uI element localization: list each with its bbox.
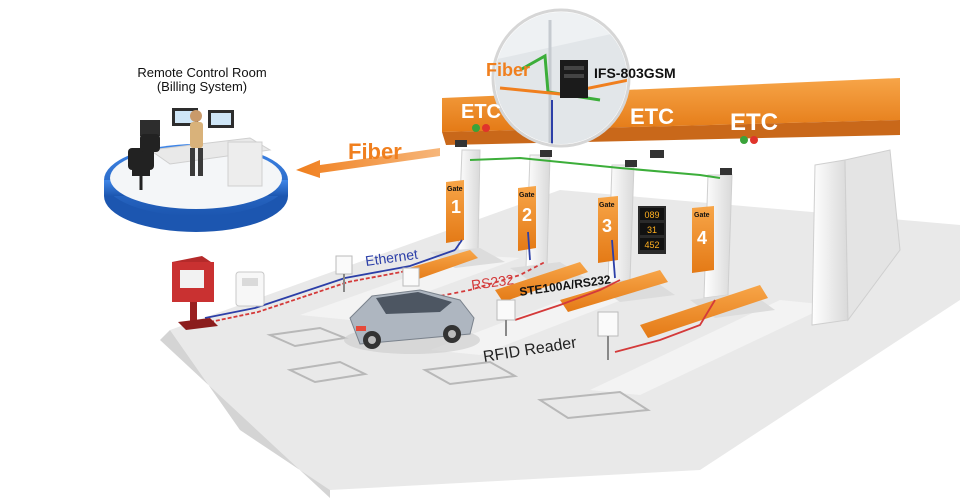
gate-2-word: Gate xyxy=(519,192,535,199)
fiber-green-segment xyxy=(469,156,721,179)
cabling xyxy=(204,231,716,353)
gate-4-number: 4 xyxy=(697,228,707,248)
rfid-antennas xyxy=(455,140,732,175)
price-line-3: 452 xyxy=(644,240,659,250)
gate-3-word: Gate xyxy=(599,202,615,209)
fiber-callout-label: Fiber xyxy=(486,60,530,80)
etc-sign-3: ETC xyxy=(730,109,778,136)
remote-control-room xyxy=(104,108,288,232)
signal-lights xyxy=(472,124,758,144)
gate-3-number: 3 xyxy=(602,216,612,236)
gate-panel-4 xyxy=(692,206,714,273)
control-room-title: Remote Control Room xyxy=(137,65,266,80)
price-display-board xyxy=(638,206,666,254)
fiber-main-label: Fiber xyxy=(348,139,402,164)
switch-zoom-callout xyxy=(491,8,631,148)
road-surface xyxy=(160,190,960,498)
gate-2-number: 2 xyxy=(522,205,532,225)
payment-kiosk xyxy=(172,256,218,330)
minivan xyxy=(344,289,480,354)
switch-model-label: IFS-803GSM xyxy=(594,65,676,81)
fiber-link-arrow xyxy=(296,148,440,178)
gate-panel-1 xyxy=(446,180,464,243)
etc-sign-1: ETC xyxy=(461,101,501,123)
rs232-label: RS232 xyxy=(470,271,515,293)
etc-sign-2: ETC xyxy=(630,104,674,129)
price-line-2: 31 xyxy=(647,225,657,235)
gate-panel-2 xyxy=(518,186,536,251)
gate-1-number: 1 xyxy=(451,197,461,217)
ethernet-label: Ethernet xyxy=(364,246,419,269)
rfid-reader-units xyxy=(335,255,619,360)
price-line-1: 089 xyxy=(644,210,659,220)
gate-1-word: Gate xyxy=(447,186,463,193)
control-room-subtitle: (Billing System) xyxy=(157,79,247,94)
industrial-switch-icon xyxy=(560,60,588,98)
rs232-cable xyxy=(419,261,546,301)
labels: Remote Control Room (Billing System) Fib… xyxy=(137,60,778,366)
ticket-machine xyxy=(235,271,265,307)
gate-4-word: Gate xyxy=(694,212,710,219)
